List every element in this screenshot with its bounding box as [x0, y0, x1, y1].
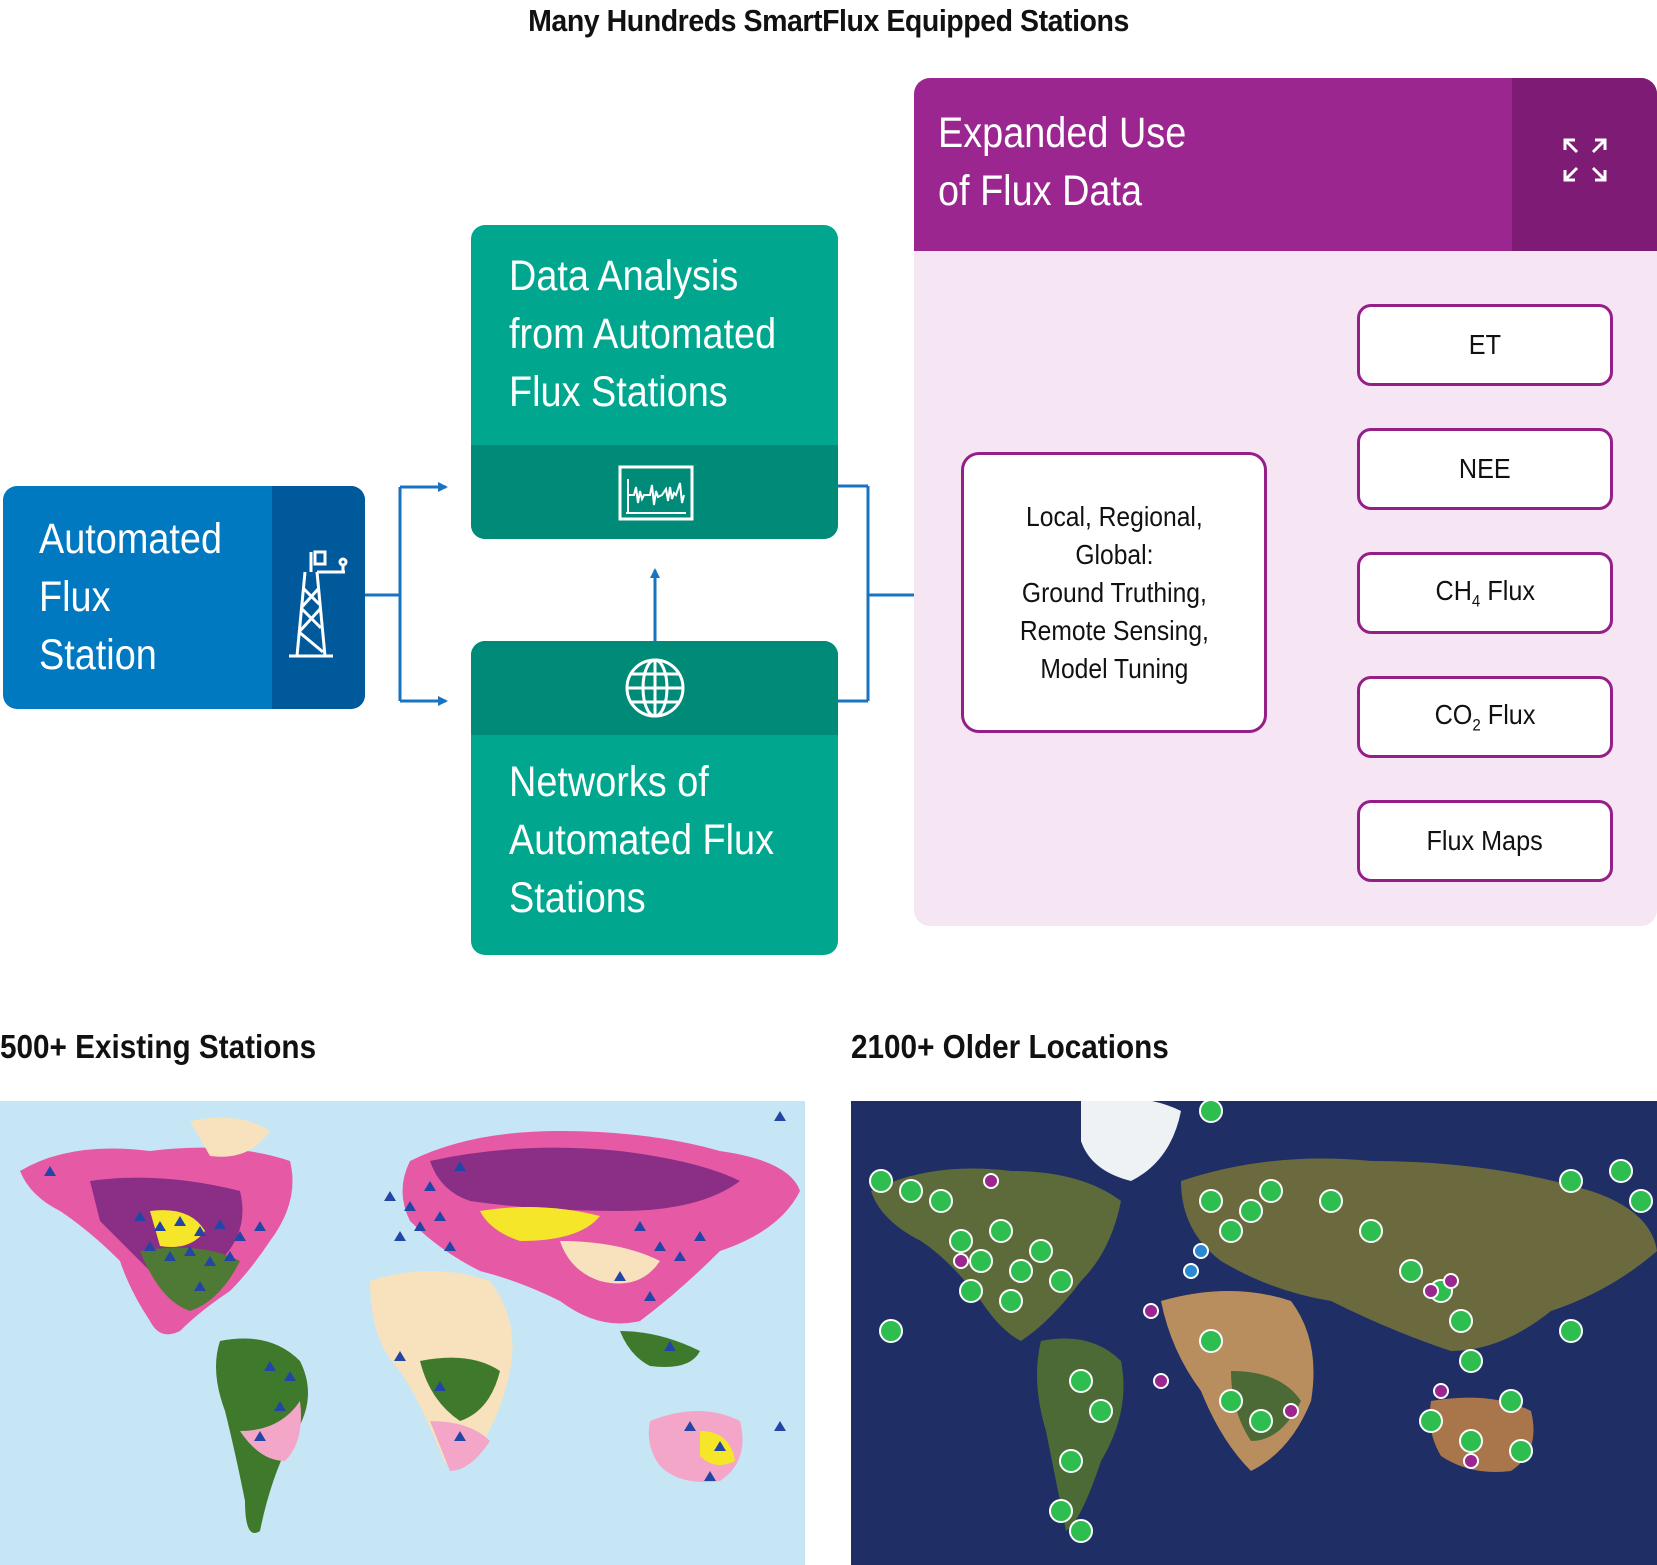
- applications-label: Local, Regional, Global: Ground Truthing…: [1019, 500, 1209, 684]
- existing-stations-heading: 500+ Existing Stations: [0, 1028, 317, 1065]
- output-et-box: ET: [1357, 304, 1613, 386]
- globe-icon: [625, 658, 685, 718]
- older-locations-heading: 2100+ Older Locations: [851, 1028, 1169, 1065]
- output-ch4-label: CH4 Flux: [1435, 574, 1535, 611]
- output-flux-maps-box: Flux Maps: [1357, 800, 1613, 882]
- flux-tower-icon: [289, 550, 348, 658]
- networks-label: Networks of Automated Flux Stations: [509, 758, 775, 922]
- world-landcover-map: [20, 1111, 800, 1533]
- page-title: Many Hundreds SmartFlux Equipped Station…: [528, 3, 1129, 38]
- applications-box: Local, Regional, Global: Ground Truthing…: [961, 452, 1267, 733]
- waveform-monitor-icon: [618, 465, 694, 521]
- station-label: Automated Flux Station: [39, 515, 223, 679]
- data-analysis-box: Data Analysis from Automated Flux Statio…: [471, 225, 838, 539]
- output-flux-maps-label: Flux Maps: [1426, 825, 1544, 856]
- networks-box: Networks of Automated Flux Stations: [471, 641, 838, 955]
- world-satellite-map: [869, 1101, 1657, 1543]
- output-et-label: ET: [1468, 329, 1502, 360]
- output-co2-label: CO2 Flux: [1434, 698, 1536, 735]
- older-locations-map: [851, 1101, 1657, 1565]
- output-nee-label: NEE: [1459, 453, 1511, 484]
- expanded-use-label: Expanded Use of Flux Data: [938, 109, 1187, 215]
- data-analysis-label: Data Analysis from Automated Flux Statio…: [509, 252, 777, 416]
- expand-arrows-icon: [1563, 138, 1607, 182]
- automated-flux-station-box: Automated Flux Station: [3, 486, 365, 709]
- output-nee-box: NEE: [1357, 428, 1613, 510]
- output-ch4-box: CH4 Flux: [1357, 552, 1613, 634]
- existing-stations-map: [0, 1101, 805, 1565]
- output-co2-box: CO2 Flux: [1357, 676, 1613, 758]
